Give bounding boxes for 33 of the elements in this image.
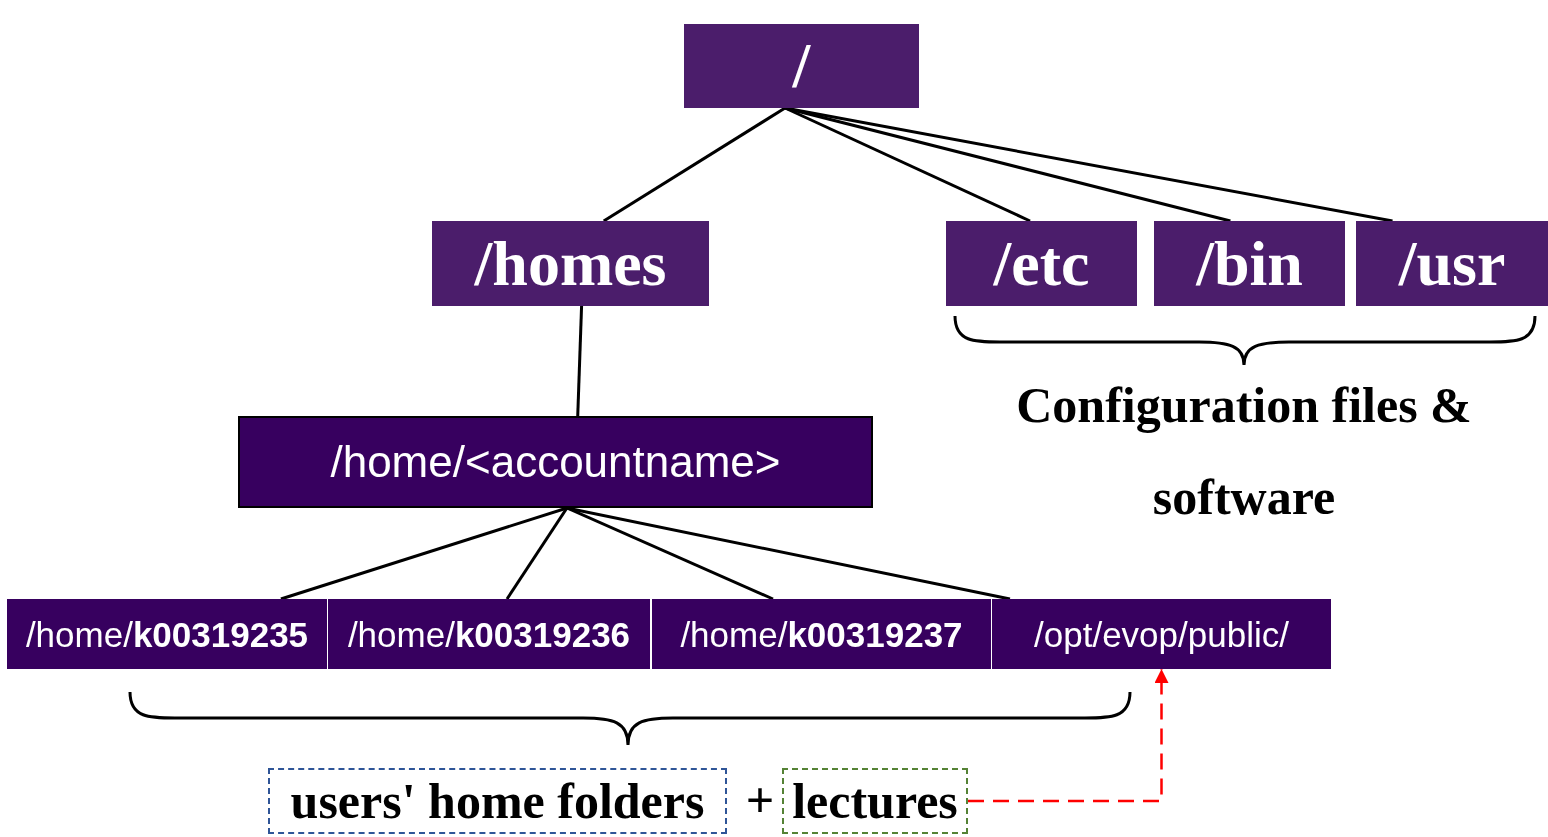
connector-line — [280, 506, 568, 601]
folder-box — [7, 599, 327, 669]
connector-line — [784, 106, 1393, 223]
folder-box — [328, 599, 650, 669]
caption-text: lectures — [792, 776, 958, 826]
folder-path: /home/k00319236 — [347, 616, 631, 652]
folder-path: /home/<accountname> — [330, 440, 781, 484]
folder-box — [946, 221, 1137, 306]
folder-label: /usr — [1398, 231, 1506, 296]
dashed-box — [782, 768, 968, 834]
folder-box — [652, 599, 991, 669]
folder-box — [432, 221, 709, 306]
folder-path: /opt/evop/public/ — [1034, 616, 1289, 652]
folder-path: /home/k00319237 — [680, 616, 963, 652]
folder-box — [992, 599, 1331, 669]
folder-label: /bin — [1196, 231, 1303, 296]
connector-line — [566, 506, 1011, 601]
folder-path: /home/k00319235 — [25, 616, 309, 652]
caption-text: users' home folders — [290, 776, 705, 826]
dashed-box — [268, 768, 727, 834]
folder-box — [1356, 221, 1548, 306]
arrow — [968, 669, 1169, 803]
folder-label: /etc — [993, 231, 1090, 296]
plus-sign: + — [744, 775, 776, 825]
root-folder-box — [684, 24, 919, 108]
connector-line — [505, 507, 569, 600]
folder-label: /homes — [474, 231, 667, 296]
connector-line — [576, 305, 584, 417]
folder-box — [1154, 221, 1345, 306]
connector-line — [602, 106, 786, 223]
folder-label: / — [792, 34, 811, 98]
folder-box — [238, 416, 873, 508]
brace-caption: Configuration files & software — [1015, 376, 1473, 527]
